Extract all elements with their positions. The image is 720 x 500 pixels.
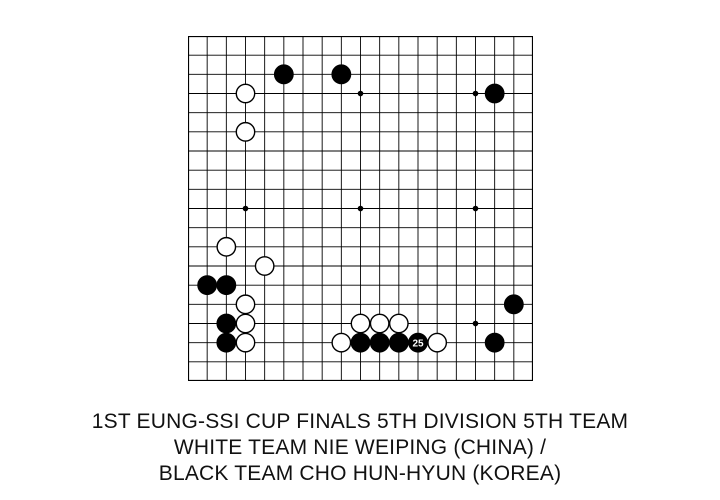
black-stone — [216, 275, 237, 296]
caption-line-3: BLACK TEAM CHO HUN-HYUN (KOREA) — [158, 462, 562, 485]
white-stone — [331, 332, 352, 353]
white-stone — [216, 236, 237, 257]
white-stone — [427, 332, 448, 353]
star-point — [472, 205, 479, 212]
black-stone — [331, 64, 352, 85]
star-point — [472, 320, 479, 327]
go-board: 25 — [188, 36, 533, 381]
star-point — [357, 90, 364, 97]
white-stone — [350, 313, 371, 334]
caption-line-1: 1ST EUNG-SSI CUP FINALS 5TH DIVISION 5TH… — [91, 410, 629, 433]
star-point — [472, 90, 479, 97]
black-stone — [388, 332, 409, 353]
black-stone — [484, 332, 505, 353]
star-point — [357, 205, 364, 212]
black-stone — [484, 83, 505, 104]
black-stone — [350, 332, 371, 353]
black-stone — [503, 294, 524, 315]
black-stone — [197, 275, 218, 296]
black-stone — [216, 332, 237, 353]
black-stone — [216, 313, 237, 334]
white-stone — [235, 83, 256, 104]
white-stone — [254, 256, 275, 276]
white-stone — [235, 121, 256, 142]
star-point — [242, 205, 249, 212]
caption-line-2: WHITE TEAM NIE WEIPING (CHINA) / — [173, 436, 547, 459]
white-stone — [235, 332, 256, 353]
black-stone — [408, 332, 428, 353]
black-stone — [369, 332, 390, 353]
white-stone — [388, 313, 409, 334]
move-number-label: 25 — [412, 338, 424, 349]
black-stone — [273, 64, 294, 85]
white-stone — [235, 313, 256, 334]
white-stone — [369, 313, 390, 334]
white-stone — [235, 294, 256, 315]
